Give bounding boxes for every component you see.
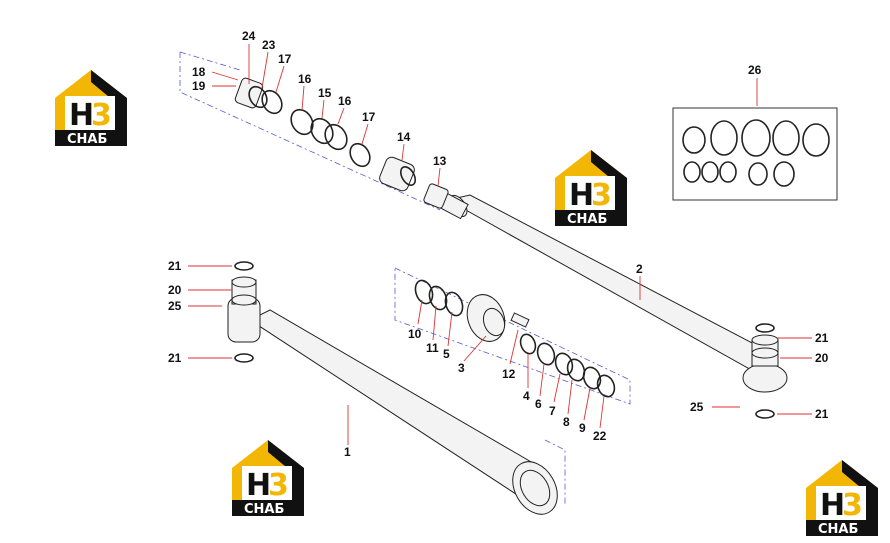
watermark-logo: СНАБ — [806, 460, 878, 537]
label-part-16-a: 16 — [298, 72, 312, 86]
label-part-12: 12 — [502, 367, 516, 381]
label-part-22: 22 — [593, 429, 607, 443]
rod-eye-right — [742, 334, 788, 393]
leader-lines — [188, 44, 812, 445]
seal-kit-rings — [682, 119, 830, 187]
label-part-15: 15 — [318, 86, 332, 100]
label-part-21-a: 21 — [168, 259, 182, 273]
label-part-13: 13 — [433, 154, 447, 168]
label-part-16-b: 16 — [338, 94, 352, 108]
piston-assembly-outline — [394, 267, 631, 405]
label-part-23: 23 — [262, 38, 276, 52]
logo-text: СНАБ — [244, 502, 284, 517]
watermark-logo: СНАБ — [232, 440, 304, 517]
tube-assembly-outline — [544, 439, 566, 505]
label-part-21-c: 21 — [815, 331, 829, 345]
label-part-11: 11 — [426, 341, 439, 355]
label-part-17-a: 17 — [278, 52, 292, 66]
top-seal-stack — [234, 77, 449, 209]
piston-seal-stack — [414, 279, 616, 398]
seal-kit-box — [672, 107, 838, 201]
label-part-9: 9 — [579, 421, 586, 435]
label-part-25-b: 25 — [690, 400, 704, 414]
label-part-18: 18 — [192, 65, 206, 79]
label-part-10: 10 — [408, 327, 422, 341]
logo-text: СНАБ — [567, 212, 607, 227]
label-part-19: 19 — [192, 79, 206, 93]
cylinder-tube — [248, 309, 558, 515]
part-labels: 2 1 3 21 20 25 21 21 20 21 25 26 24 23 1… — [168, 29, 829, 459]
label-part-5: 5 — [443, 347, 450, 361]
watermark-logo: СНАБ — [555, 150, 627, 227]
label-part-25-a: 25 — [168, 299, 182, 313]
label-part-20-a: 20 — [168, 283, 182, 297]
label-part-3: 3 — [458, 361, 465, 375]
label-part-17-b: 17 — [362, 110, 376, 124]
logo-text: СНАБ — [818, 522, 858, 537]
label-part-4: 4 — [523, 389, 530, 403]
label-part-14: 14 — [397, 130, 411, 144]
logo-text: СНАБ — [67, 132, 107, 147]
label-part-2: 2 — [636, 262, 643, 276]
label-part-21-d: 21 — [815, 407, 829, 421]
label-part-1: 1 — [344, 445, 351, 459]
label-part-7: 7 — [549, 404, 556, 418]
label-part-21-b: 21 — [168, 351, 182, 365]
label-part-6: 6 — [535, 397, 542, 411]
label-part-8: 8 — [563, 415, 570, 429]
watermark-logo: СНАБ — [55, 70, 127, 147]
rod-eye-left — [227, 261, 261, 363]
label-part-26: 26 — [748, 63, 762, 77]
label-part-24: 24 — [242, 29, 256, 43]
label-part-20-b: 20 — [815, 351, 829, 365]
